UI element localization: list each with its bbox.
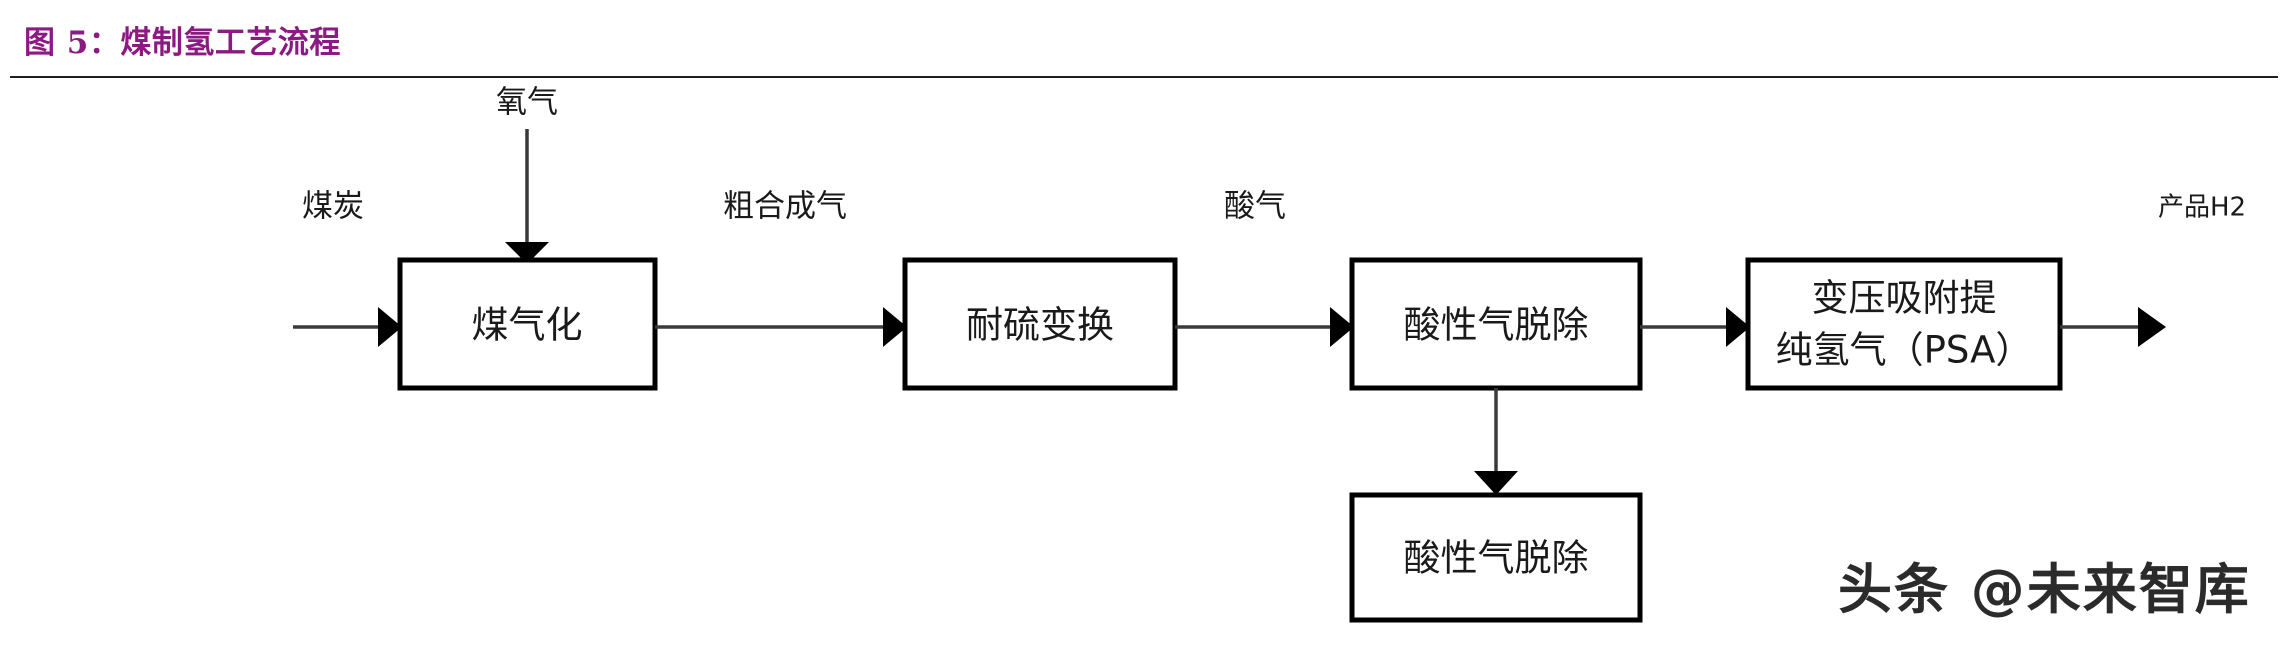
edge-oxygen-to-gasification [505,129,549,264]
edge-label-crude-syngas: 粗合成气 [723,189,847,225]
edge-coal-to-gasification [293,307,402,347]
edge-acid-removal-to-acid-removal-2 [1474,388,1518,495]
edge-psa-to-product [2060,307,2166,347]
process-box-acid-gas-removal-label: 酸性气脱除 [1404,304,1589,347]
process-box-acid-gas-removal[interactable]: 酸性气脱除 [1349,257,1643,391]
process-box-sulfur-tolerant-shift[interactable]: 耐硫变换 [902,257,1178,391]
page-title: 图 5：煤制氢工艺流程 [24,25,341,61]
edge-label-coal: 煤炭 [302,189,364,225]
process-flow-diagram: 氧气 煤炭 煤气化 粗合成气 耐硫变换 [0,78,2290,652]
process-box-psa[interactable]: 变压吸附提 纯氢气（PSA） [1745,257,2063,391]
process-box-psa-label-line1: 变压吸附提 [1812,277,1997,320]
title-divider [10,76,2278,78]
edge-label-acid-gas: 酸气 [1224,189,1286,225]
process-box-acid-gas-removal-secondary[interactable]: 酸性气脱除 [1349,492,1643,623]
edge-gasification-to-shift [655,307,907,347]
edge-label-oxygen: 氧气 [496,85,558,121]
process-box-gasification-label: 煤气化 [472,304,583,347]
process-box-acid-gas-removal-secondary-label: 酸性气脱除 [1404,537,1589,580]
edge-acid-removal-to-psa [1640,307,1750,347]
process-box-sulfur-tolerant-shift-label: 耐硫变换 [966,304,1114,347]
edge-label-product-h2: 产品H2 [2158,193,2246,223]
edge-shift-to-acid-removal [1175,307,1354,347]
watermark: 头条 @未来智库 [1838,558,2251,621]
process-box-psa-label-line2: 纯氢气（PSA） [1776,329,2033,372]
process-box-gasification[interactable]: 煤气化 [397,257,658,391]
